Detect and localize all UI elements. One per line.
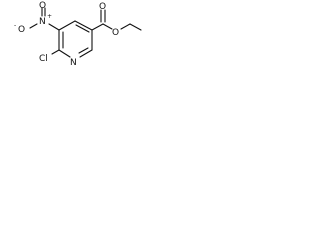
nitro-n-charge: + — [47, 13, 52, 20]
bond-ether-o-ch2 — [120, 23, 131, 30]
bond-c3-c4 — [58, 20, 76, 31]
structure-diagram: N + O O - N Cl O O — [14, 1, 142, 68]
chloro-label: Cl — [39, 54, 48, 64]
bond-c4-c5 — [74, 20, 93, 31]
bond-c3-nitro — [48, 23, 60, 31]
bond-c4-c5-inner — [75, 24, 90, 33]
bond-c6-n-inner — [78, 47, 89, 54]
pyridine-ring — [58, 20, 93, 58]
nitro-o-left-label: O — [18, 25, 25, 35]
bond-n-c2 — [58, 49, 71, 58]
ester-ether-o-label: O — [112, 28, 119, 38]
bond-c2-cl — [51, 49, 60, 55]
bond-c5-carbonyl — [91, 23, 104, 31]
ester-carbonyl-o-label: O — [99, 2, 106, 12]
bond-carbonyl-ether-o — [102, 23, 113, 30]
bond-nitro-o-left — [29, 23, 38, 29]
nitro-o-top-label: O — [39, 1, 46, 11]
ring-n-label: N — [70, 58, 77, 68]
nitro-o-left-charge: - — [14, 22, 16, 29]
bond-c6-n — [79, 49, 93, 58]
bond-ch2-ch3 — [129, 23, 142, 31]
nitro-n-label: N — [39, 17, 46, 27]
